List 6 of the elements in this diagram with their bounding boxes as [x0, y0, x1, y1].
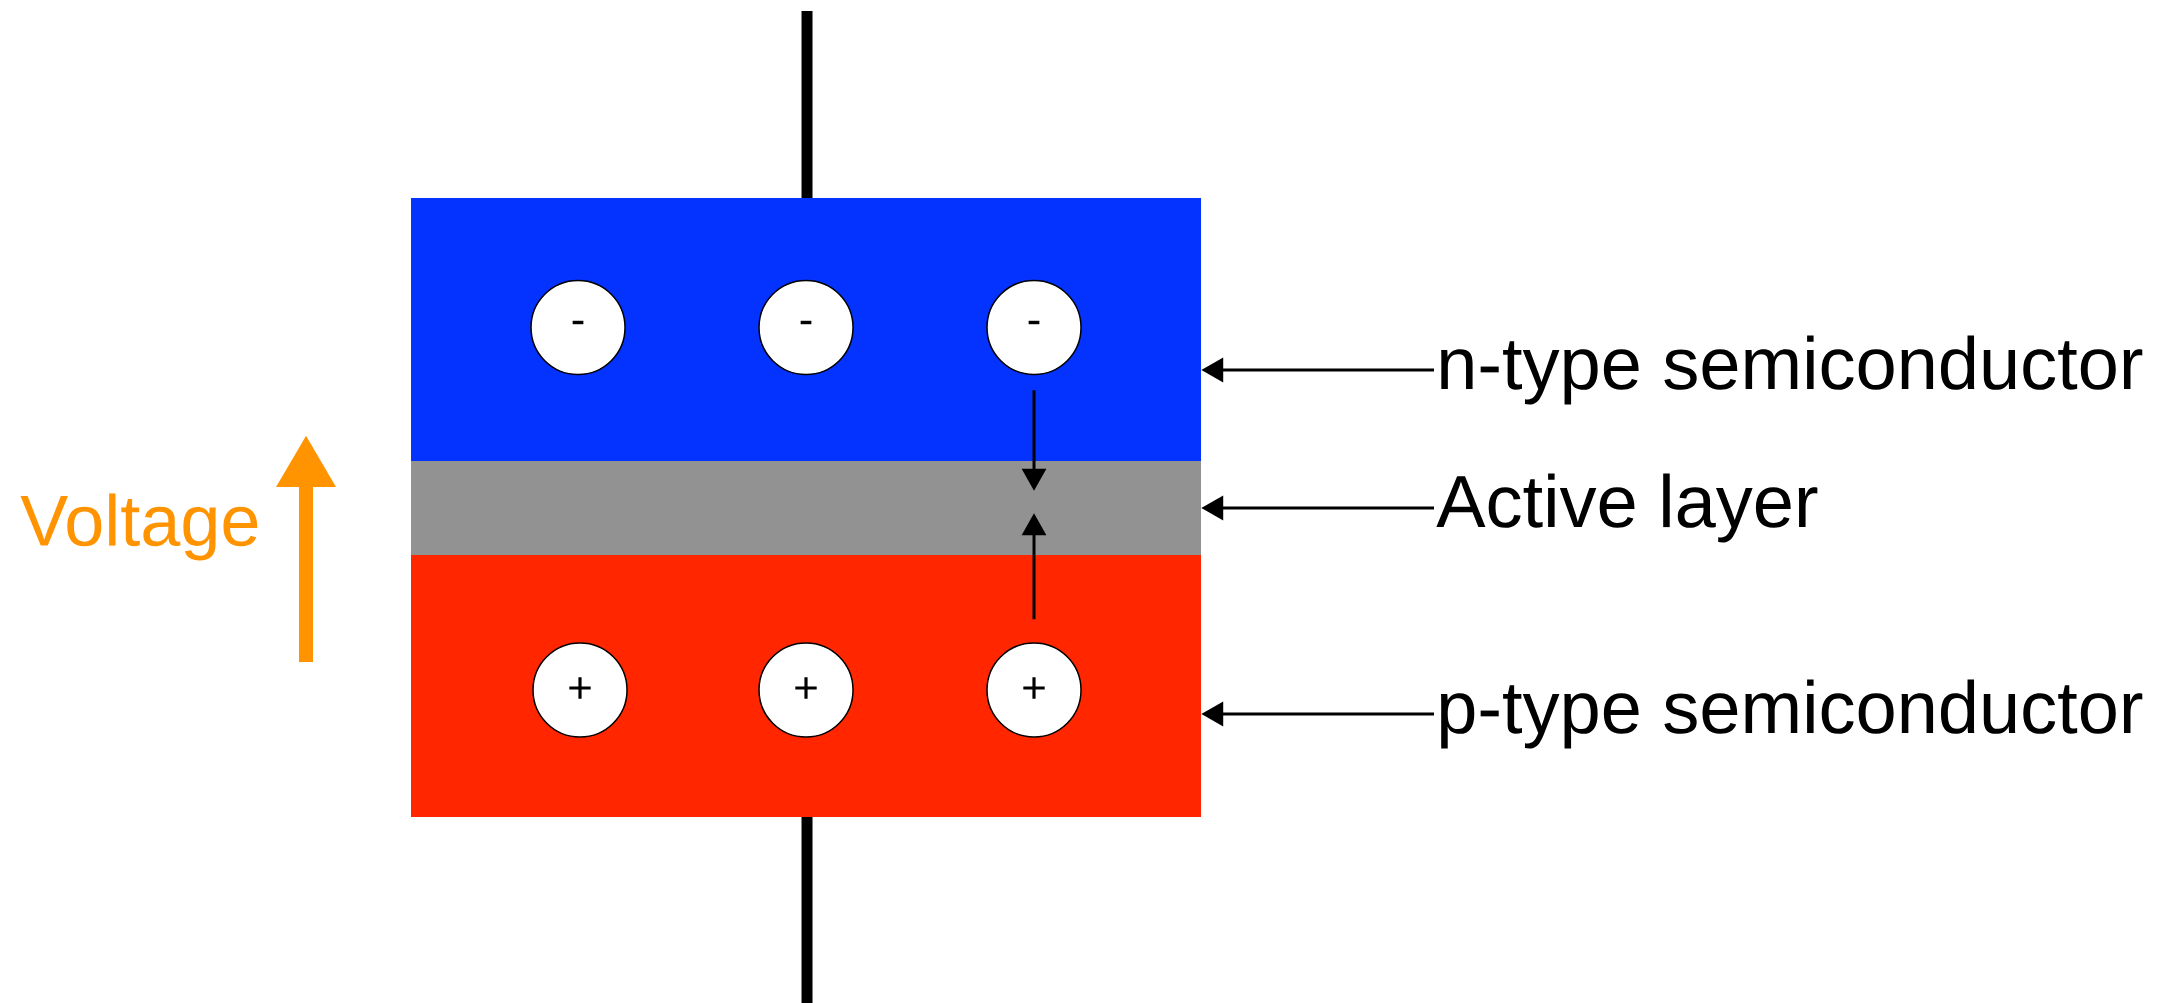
layer-band	[411, 461, 1201, 555]
layer-label: n-type semiconductor	[1441, 335, 2143, 405]
axis-label: Voltage	[20, 493, 258, 561]
layer-band	[411, 198, 1201, 461]
layer-label: Active layer	[1436, 473, 1818, 543]
layer-label: p-type semiconductor	[1441, 679, 2143, 749]
